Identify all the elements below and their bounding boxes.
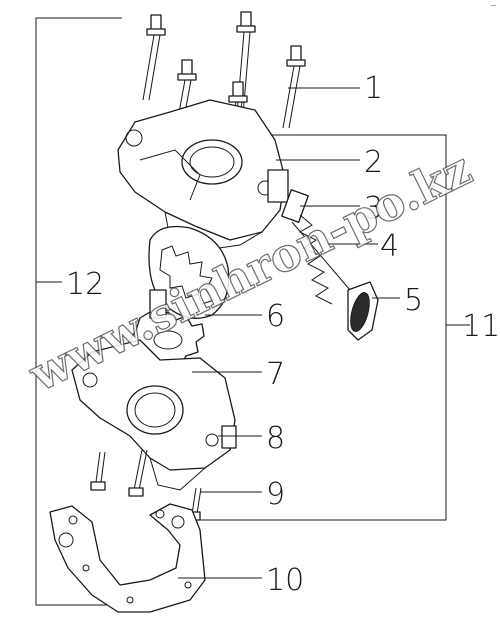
callout-7: 7 <box>266 357 285 392</box>
valve-plug <box>347 281 379 341</box>
callout-11: 11 <box>462 309 500 344</box>
callout-5: 5 <box>404 283 423 318</box>
bolt <box>128 449 148 497</box>
bolt <box>90 451 106 491</box>
callout-1: 1 <box>364 71 383 106</box>
callout-10: 10 <box>266 563 304 598</box>
leader-lines <box>178 87 400 579</box>
upper-pump-housing <box>117 99 289 251</box>
callout-12: 12 <box>66 267 104 302</box>
corner-mark: ~ <box>490 1 497 10</box>
callout-8: 8 <box>266 421 285 456</box>
bolt <box>282 45 306 129</box>
group-bracket-11 <box>190 134 470 521</box>
callout-6: 6 <box>266 299 285 334</box>
callout-2: 2 <box>364 145 383 180</box>
relief-valve-spring <box>281 189 351 305</box>
callout-3: 3 <box>364 191 383 226</box>
bolt <box>142 14 166 101</box>
callout-4: 4 <box>380 229 399 264</box>
gasket <box>49 503 206 613</box>
group-bracket-12 <box>35 17 122 606</box>
callout-9: 9 <box>266 477 285 512</box>
